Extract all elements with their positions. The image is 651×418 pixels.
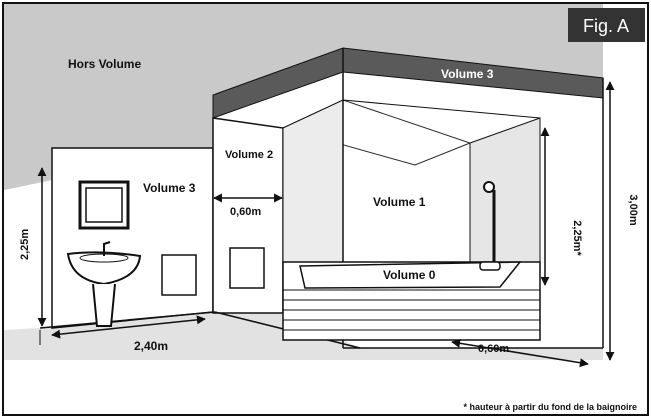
dim-label-volume2-width: 0,60m — [230, 206, 261, 218]
zone-label-hors-volume: Hors Volume — [68, 57, 141, 71]
bathtub — [282, 261, 541, 341]
footnote: * hauteur à partir du fond de la baignoi… — [463, 402, 637, 412]
floor-depth-dimension — [451, 338, 589, 368]
zone-label-volume-1: Volume 1 — [373, 195, 426, 209]
zone-label-volume-3-top: Volume 3 — [441, 67, 494, 81]
back-wall — [4, 4, 603, 190]
shower-icon — [479, 181, 501, 271]
zone-label-volume-0: Volume 0 — [383, 268, 436, 282]
dim-label-floor-depth: 0,60m — [478, 343, 509, 355]
figure-badge-label: Fig. A — [583, 16, 629, 36]
zone-label-volume-2: Volume 2 — [225, 149, 273, 161]
volume-1-back-wall — [282, 99, 344, 271]
dim-label-floor-width: 2,40m — [134, 339, 168, 353]
figure-badge — [568, 8, 645, 42]
electrical-box — [229, 247, 265, 289]
dim-label-volume1-height: 2,25m* — [571, 220, 583, 256]
dim-label-total-height: 3,00m — [627, 194, 639, 225]
zone-label-volume-3-left: Volume 3 — [143, 181, 196, 195]
dim-label-left-height: 2,25m — [19, 229, 31, 260]
electrical-box — [161, 254, 197, 296]
left-partition-wall — [51, 147, 214, 329]
volume-edge-line — [342, 99, 541, 119]
mirror-icon — [78, 180, 130, 230]
floor-width-dimension — [51, 315, 206, 339]
